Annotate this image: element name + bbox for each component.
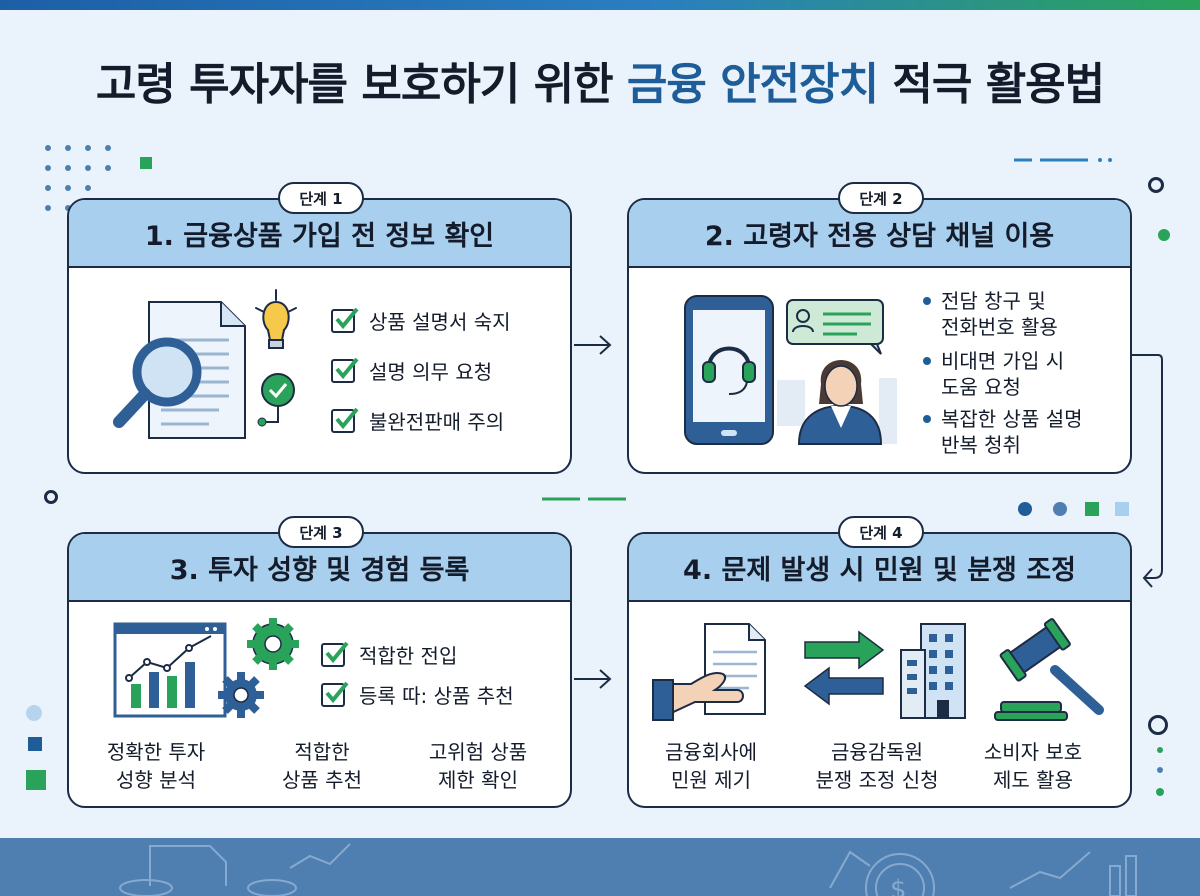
decorative-ring — [1148, 715, 1168, 735]
document-magnifier-icon — [113, 301, 246, 439]
phone-counselor-icon — [684, 295, 897, 445]
title-highlight: 금융 안전장치 — [626, 59, 879, 110]
step-3-panel: 3. 투자 성향 및 경험 등록 적합한 전입 등록 따: — [67, 532, 572, 808]
step-1-badge: 단계 1 — [278, 182, 364, 214]
decorative-dot — [26, 705, 42, 721]
step-1-item: 불완전판매 주의 — [331, 406, 504, 435]
step-2-item-line1: 비대면 가입 시 — [941, 349, 1065, 373]
caption-line1: 정확한 투자 — [106, 740, 206, 764]
caption-line2: 성향 분석 — [116, 768, 196, 792]
caption-line2: 민원 제기 — [671, 768, 751, 792]
step-2-item-line2: 도움 요청 — [941, 375, 1021, 399]
bullet-icon — [923, 415, 931, 423]
decorative-square — [28, 737, 42, 751]
svg-text:$: $ — [890, 875, 907, 896]
caption-line2: 분쟁 조정 신청 — [815, 768, 939, 792]
arrow-step1-to-step2 — [574, 335, 612, 355]
step-3-caption: 적합한 상품 추천 — [232, 738, 412, 794]
title-text-part1: 고령 투자자를 보호하기 위한 — [95, 59, 627, 110]
decorative-dash-line — [1014, 158, 1112, 162]
building-icon — [900, 623, 966, 719]
decorative-dot-grid — [45, 145, 111, 211]
step-4-caption: 금융감독원 분쟁 조정 신청 — [787, 738, 967, 794]
gavel-icon — [994, 618, 1104, 721]
caption-line2: 제도 활용 — [993, 768, 1073, 792]
step-3-item: 등록 따: 상품 추천 — [321, 680, 514, 709]
caption-line1: 금융감독원 — [831, 740, 923, 764]
arrow-step3-to-step4 — [574, 669, 612, 689]
caption-line2: 제한 확인 — [438, 768, 518, 792]
decorative-dot — [1158, 229, 1170, 241]
checkbox-icon — [331, 307, 359, 333]
step-3-caption: 정확한 투자 성향 분석 — [69, 738, 246, 794]
step-4-panel: 4. 문제 발생 시 민원 및 분쟁 조정 — [627, 532, 1132, 808]
step-2-item: 복잡한 상품 설명 반복 청취 — [923, 406, 1083, 458]
step-2-badge: 단계 2 — [838, 182, 924, 214]
arrow-step2-to-step4 — [1132, 354, 1163, 588]
step-1-item-label: 상품 설명서 숙지 — [369, 310, 511, 334]
step-4-caption: 금융회사에 민원 제기 — [629, 738, 801, 794]
step-3-item-label: 등록 따: 상품 추천 — [359, 684, 514, 708]
checkbox-icon — [331, 407, 359, 433]
hand-document-icon — [652, 623, 766, 721]
checkbox-icon — [321, 641, 349, 667]
caption-line1: 고위험 상품 — [428, 740, 528, 764]
checkbox-icon — [331, 357, 359, 383]
exchange-arrows-icon — [803, 630, 885, 706]
caption-line1: 적합한 — [294, 740, 350, 764]
step-2-item: 전담 창구 및 전화번호 활용 — [923, 288, 1058, 340]
step-4-caption: 소비자 보호 제도 활용 — [943, 738, 1123, 794]
caption-line2: 상품 추천 — [282, 768, 362, 792]
step-1-item: 상품 설명서 숙지 — [331, 306, 511, 335]
step-4-badge: 단계 4 — [838, 516, 924, 548]
step-1-item: 설명 의무 요청 — [331, 356, 492, 385]
top-accent-bar — [0, 0, 1200, 10]
decorative-square — [140, 157, 152, 169]
decorative-ring — [1148, 177, 1164, 193]
bullet-icon — [923, 357, 931, 365]
step-1-panel: 1. 금융상품 가입 전 정보 확인 상품 설명서 숙지 설명 의무 요청 불완… — [67, 198, 572, 474]
lightbulb-check-icon — [255, 289, 297, 427]
bullet-icon — [923, 297, 931, 305]
step-2-item: 비대면 가입 시 도움 요청 — [923, 348, 1065, 400]
step-2-item-line1: 복잡한 상품 설명 — [941, 407, 1083, 431]
step-1-item-label: 불완전판매 주의 — [369, 410, 505, 434]
chart-gear-icon — [113, 618, 299, 718]
decorative-ring — [44, 490, 58, 504]
page-title: 고령 투자자를 보호하기 위한 금융 안전장치 적극 활용법 — [0, 48, 1200, 112]
checkbox-icon — [321, 681, 349, 707]
decorative-dash-line — [542, 497, 626, 501]
step-3-caption: 고위험 상품 제한 확인 — [388, 738, 568, 794]
step-3-item: 적합한 전입 — [321, 640, 457, 669]
step-2-item-line1: 전담 창구 및 — [941, 289, 1046, 313]
step-2-item-line2: 반복 청취 — [941, 433, 1021, 457]
step-1-item-label: 설명 의무 요청 — [369, 360, 493, 384]
caption-line1: 소비자 보호 — [983, 740, 1083, 764]
bottom-decor-band: $ — [0, 838, 1200, 896]
caption-line1: 금융회사에 — [665, 740, 757, 764]
step-3-item-label: 적합한 전입 — [359, 644, 458, 668]
decorative-dots — [1156, 747, 1164, 796]
step-2-panel: 2. 고령자 전용 상담 채널 이용 전담 창구 및 전화번호 활용 비대면 가… — [627, 198, 1132, 474]
step-2-item-line2: 전화번호 활용 — [941, 315, 1058, 339]
decorative-shapes — [1018, 502, 1129, 516]
finance-illustration-icon: $ — [119, 843, 1137, 896]
decorative-square — [26, 770, 46, 790]
title-text-part2: 적극 활용법 — [878, 59, 1105, 110]
step-3-badge: 단계 3 — [278, 516, 364, 548]
